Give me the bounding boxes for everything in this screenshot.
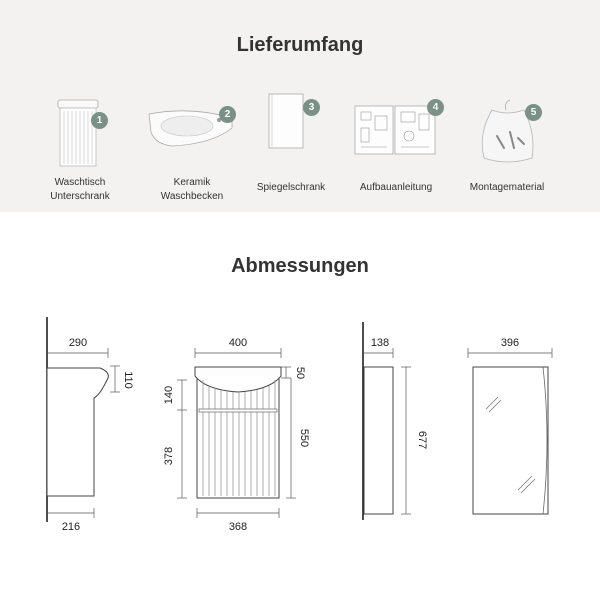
front-rim-height-label: 50 bbox=[294, 367, 306, 379]
item-label: Waschtisch Unterschrank bbox=[50, 177, 110, 202]
dimensions-title: Abmessungen bbox=[231, 255, 369, 277]
side-depth-top-label: 290 bbox=[69, 337, 87, 349]
item-number-badge: 4 bbox=[427, 99, 444, 116]
front-width-top-label: 400 bbox=[229, 337, 247, 349]
front-upper-height-label: 140 bbox=[163, 386, 175, 404]
scope-item-hardware-bag: 5 Montagematerial bbox=[452, 92, 562, 212]
item-label: Spiegelschrank bbox=[256, 182, 326, 193]
scope-item-assembly-manual: 4 Aufbauanleitung bbox=[341, 92, 451, 212]
front-body-height-label: 550 bbox=[298, 429, 310, 447]
item-number-badge: 2 bbox=[219, 106, 236, 123]
mirror-height-label: 677 bbox=[416, 431, 428, 449]
mirror-width-label: 396 bbox=[501, 337, 519, 349]
scope-item-vanity-cabinet: 1 Waschtisch Unterschrank bbox=[25, 92, 135, 212]
scope-title: Lieferumfang bbox=[236, 34, 364, 56]
scope-item-ceramic-basin: 2 Keramik Waschbecken bbox=[137, 92, 247, 212]
front-width-bottom-label: 368 bbox=[229, 521, 247, 533]
item-label: Keramik Waschbecken bbox=[160, 177, 224, 202]
item-number-badge: 3 bbox=[303, 99, 320, 116]
item-label: Aufbauanleitung bbox=[359, 182, 433, 193]
vanity-front-view: 400 50 140 378 550 368 bbox=[163, 337, 310, 533]
side-depth-bottom-label: 216 bbox=[62, 521, 80, 533]
item-number-badge: 5 bbox=[525, 104, 542, 121]
scope-item-mirror-cabinet: 3 Spiegelschrank bbox=[236, 92, 346, 212]
ceramic-basin-icon bbox=[148, 110, 233, 147]
item-number-badge: 1 bbox=[91, 112, 108, 129]
vanity-side-view: 290 110 216 bbox=[46, 317, 134, 533]
mirror-side-view: 138 677 bbox=[362, 322, 428, 520]
item-label: Montagematerial bbox=[469, 182, 545, 193]
mirror-cabinet-icon bbox=[268, 93, 304, 149]
hardware-bag-icon bbox=[481, 99, 534, 163]
mirror-depth-label: 138 bbox=[371, 337, 389, 349]
mirror-front-view: 396 bbox=[467, 337, 553, 515]
front-lower-height-label: 378 bbox=[163, 447, 175, 465]
side-basin-height-label: 110 bbox=[122, 371, 134, 389]
assembly-manual-icon bbox=[354, 105, 436, 155]
vanity-cabinet-icon bbox=[57, 99, 99, 167]
